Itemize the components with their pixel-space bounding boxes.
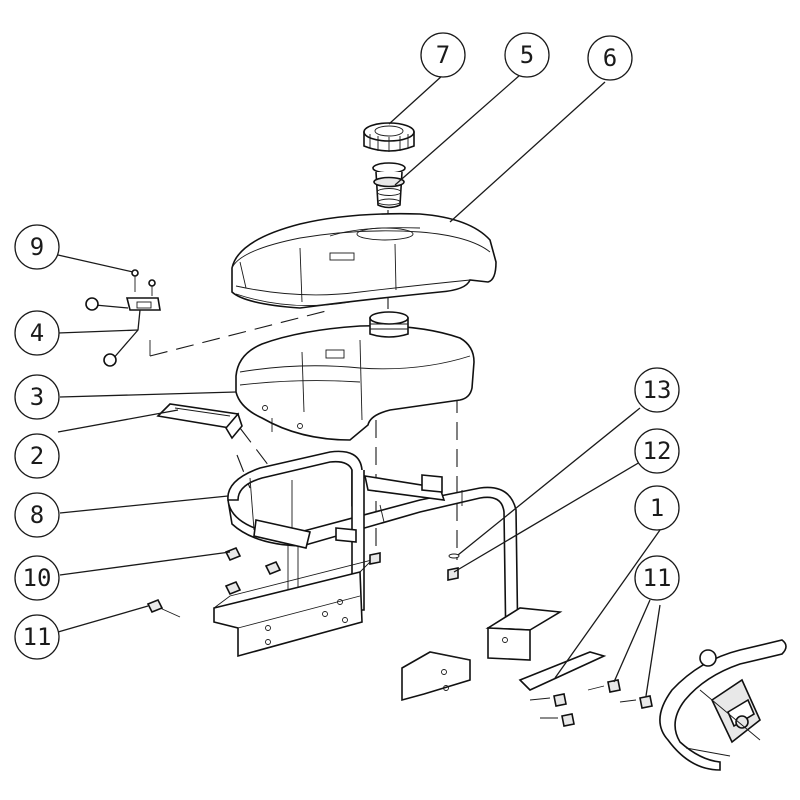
callout-4: 4 <box>14 310 60 356</box>
svg-text:13: 13 <box>643 376 672 404</box>
fuel-tank-cover <box>231 212 497 309</box>
callout-5: 5 <box>504 32 550 78</box>
left-mounting-plate <box>213 559 374 658</box>
svg-text:10: 10 <box>23 564 52 592</box>
callout-12: 12 <box>634 428 680 474</box>
fuel-filter-strainer <box>372 162 406 209</box>
callout-10: 10 <box>14 555 60 601</box>
callout-7: 7 <box>420 32 466 78</box>
fuel-tank <box>235 311 475 441</box>
callout-1: 1 <box>634 485 680 531</box>
svg-text:11: 11 <box>23 623 52 651</box>
callout-9: 9 <box>14 224 60 270</box>
callout-3: 3 <box>14 374 60 420</box>
fuel-cap <box>363 122 415 152</box>
svg-text:1: 1 <box>650 494 664 522</box>
callout-6: 6 <box>587 35 633 81</box>
leader-lines <box>57 74 661 697</box>
callout-8: 8 <box>14 492 60 538</box>
callout-11a: 11 <box>14 614 60 660</box>
svg-text:9: 9 <box>30 233 44 261</box>
svg-text:11: 11 <box>643 564 672 592</box>
svg-text:4: 4 <box>30 319 44 347</box>
svg-text:12: 12 <box>643 437 672 465</box>
bracket-detail-inset <box>659 639 787 771</box>
svg-text:2: 2 <box>30 442 44 470</box>
screws <box>131 269 156 296</box>
svg-text:7: 7 <box>436 41 450 69</box>
fasteners <box>146 546 653 727</box>
callout-2: 2 <box>14 433 60 479</box>
svg-text:5: 5 <box>520 41 534 69</box>
tank-bracket <box>156 403 243 440</box>
callout-11b: 11 <box>634 555 680 601</box>
svg-text:3: 3 <box>30 383 44 411</box>
svg-text:6: 6 <box>603 44 617 72</box>
svg-text:8: 8 <box>30 501 44 529</box>
right-mounting-bracket <box>401 607 607 702</box>
callout-13: 13 <box>634 367 680 413</box>
